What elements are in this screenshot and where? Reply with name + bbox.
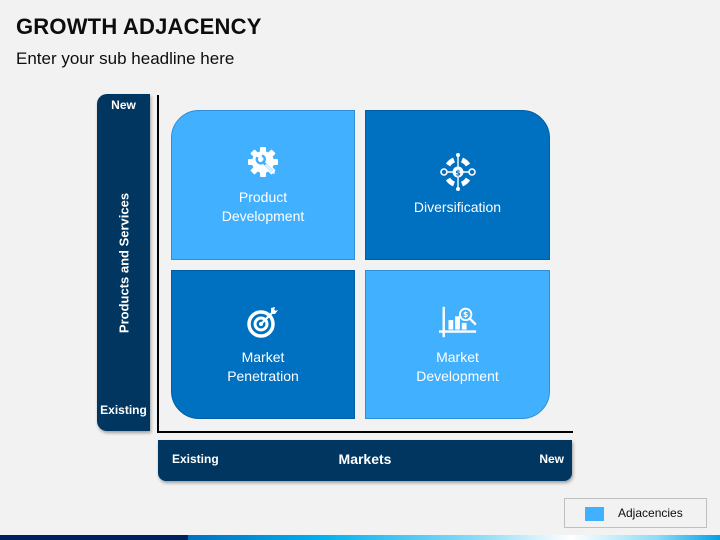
quadrant-label: Market Penetration	[227, 348, 299, 384]
y-axis-title: Products and Services	[116, 192, 131, 333]
y-axis-bottom-label: Existing	[100, 403, 147, 417]
quadrant-market-development: $ Market Development	[365, 270, 550, 419]
footer-decorative-bar	[0, 535, 720, 540]
footer-bar-gradient-segment	[188, 535, 720, 540]
legend: Adjacencies	[564, 498, 707, 528]
svg-text:$: $	[462, 310, 467, 319]
quadrant-diversification: $ Diversification	[365, 110, 550, 260]
legend-swatch-adjacencies	[585, 507, 604, 521]
quadrant-label: Market Development	[416, 348, 499, 384]
x-axis-title: Markets	[338, 451, 392, 467]
quadrant-market-penetration: Market Penetration	[171, 270, 355, 419]
y-axis-line	[157, 95, 159, 433]
x-axis-right-label: New	[539, 452, 564, 466]
x-axis-left-label: Existing	[172, 452, 219, 466]
target-arrow-icon	[243, 304, 283, 340]
quadrant-product-development: Product Development	[171, 110, 355, 260]
dollar-network-icon: $	[438, 152, 478, 191]
chart-magnifier-icon: $	[438, 304, 478, 340]
footer-bar-dark-segment	[0, 535, 188, 540]
y-axis-bar: New Products and Services Existing	[97, 94, 150, 431]
page-subtitle: Enter your sub headline here	[16, 49, 235, 68]
x-axis-line	[157, 431, 573, 433]
page-title: GROWTH ADJACENCY	[16, 14, 262, 39]
quadrant-label: Product Development	[221, 189, 305, 224]
gear-wrench-icon	[243, 144, 283, 180]
y-axis-top-label: New	[111, 98, 136, 112]
svg-text:$: $	[455, 168, 461, 177]
x-axis-bar: Existing Markets New	[158, 440, 572, 481]
legend-label: Adjacencies	[618, 506, 683, 520]
quadrant-label: Diversification	[413, 198, 502, 215]
